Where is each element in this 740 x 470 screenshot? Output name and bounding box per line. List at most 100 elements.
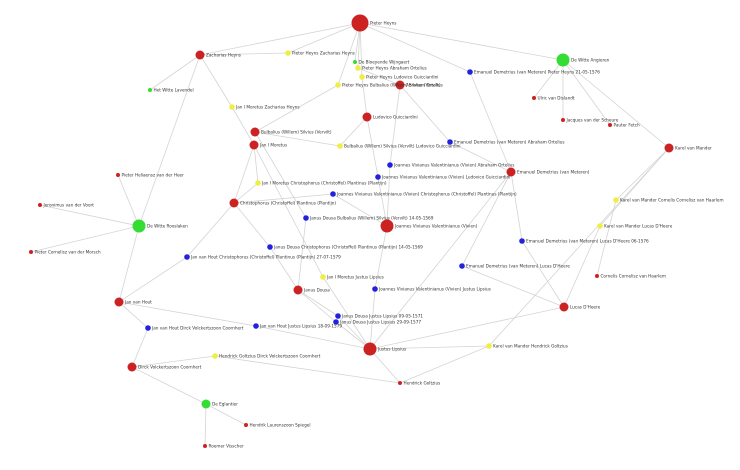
edge-jan-van-hout-justus-lipsius-to-justus-lipsius	[255, 325, 371, 350]
node-pieter-heliaensz[interactable]	[116, 173, 120, 177]
node-zacharias-heyns[interactable]	[195, 50, 205, 60]
node-janus-dousa-justus-lipsius-1577[interactable]	[333, 319, 339, 325]
edge-zacharias-heyns-to-pieter-heyns-zacharias-heyns	[199, 52, 289, 56]
node-label-joannes-vivianus-ludovico: Joannes Vivianus Valentinianus (Vivien) …	[381, 175, 510, 180]
node-pieter-heyns-bulbalius[interactable]	[335, 82, 341, 88]
node-pieter-heyns-zacharias-heyns[interactable]	[285, 50, 291, 56]
node-label-janus-dousa-christophorus: Janus Dousa Christophorus (Christoffel) …	[273, 245, 423, 250]
node-pauter-fetch[interactable]	[608, 123, 612, 127]
edge-christophorus-plantinus-to-jan-van-hout-christophorus	[186, 202, 235, 258]
node-janus-dousa[interactable]	[293, 285, 303, 295]
node-jan-van-hout-christophorus[interactable]	[184, 254, 190, 260]
node-label-pieter-heyns: Pieter Heyns	[370, 21, 396, 26]
edge-joannes-vivianus-abraham-ortelius-to-joannes-vivianus	[386, 164, 391, 227]
edge-lucas-dheere-to-justus-lipsius	[369, 306, 565, 350]
node-label-hendrick-goltzius: Hendrick Goltzius	[404, 381, 441, 386]
node-karel-van-mander-cornelis[interactable]	[613, 197, 619, 203]
edge-karel-van-mander-hendrick-to-hendrick-goltzius	[399, 345, 490, 384]
node-joannes-vivianus-abraham-ortelius[interactable]	[387, 162, 393, 168]
node-pieter-heyns[interactable]	[351, 14, 369, 32]
edge-karel-van-mander-lucas-to-lucas-dheere	[563, 225, 601, 308]
node-jeronimus-van-der-voort[interactable]	[38, 203, 42, 207]
node-joannes-vivianus-ludovico[interactable]	[375, 174, 381, 180]
node-joannes-vivianus-christophorus[interactable]	[330, 191, 336, 197]
edge-janus-dousa-christophorus-to-janus-dousa	[269, 246, 299, 291]
node-christophorus-plantinus[interactable]	[229, 198, 239, 208]
node-jacques-van-der-scheure[interactable]	[561, 118, 565, 122]
node-emanuel-demetrius-lucas-2[interactable]	[459, 263, 465, 269]
node-karel-van-mander-lucas[interactable]	[597, 223, 603, 229]
edge-dirck-volckertszoon-to-hendrick-goltzius-dirck	[131, 355, 216, 368]
node-label-hendrik-laurenszoon-spiegel: Hendrik Laurenszoon Spiegel	[250, 423, 311, 428]
node-jan-i-moretus-christophorus[interactable]	[255, 180, 261, 186]
node-ulrich-van-dislandt[interactable]	[532, 96, 536, 100]
node-jan-i-moretus-zacharias-heyns[interactable]	[229, 104, 235, 110]
edge-bulbalius-to-bulbalius-ludovico	[254, 131, 341, 147]
node-de-witte-angieren[interactable]	[556, 53, 570, 67]
node-karel-van-mander[interactable]	[664, 143, 674, 153]
node-roemer-visscher[interactable]	[203, 444, 207, 448]
node-de-witte-rooslaken[interactable]	[132, 219, 146, 233]
edge-bulbalius-to-janus-dousa-bulbalius	[254, 131, 307, 219]
node-pieter-heyns-abraham-ortelius[interactable]	[355, 65, 361, 71]
node-emanuel-demetrius-abraham-ortelius[interactable]	[447, 139, 453, 145]
node-label-pieter-cornelisz: Pieter Cornelisz van der Morsch	[35, 250, 102, 255]
node-label-joannes-vivianus-abraham-ortelius: Joannes Vivianus Valentinianus (Vivien) …	[393, 163, 514, 168]
node-janus-dousa-bulbalius[interactable]	[303, 215, 309, 221]
node-label-joannes-vivianus: Joannes Vivianus Valentinianus (Vivien)	[394, 224, 478, 229]
edge-jan-i-moretus-zacharias-heyns-to-jan-i-moretus	[231, 106, 255, 146]
node-justus-lipsius[interactable]	[363, 342, 377, 356]
node-jan-van-hout[interactable]	[114, 297, 124, 307]
node-janus-dousa-justus-lipsius-1571[interactable]	[335, 313, 341, 319]
edge-jan-i-moretus-justus-lipsius-to-justus-lipsius	[322, 276, 371, 350]
edge-ludovico-guicciardini-to-joannes-vivianus-ludovico	[366, 116, 379, 178]
node-label-jacques-van-der-scheure: Jacques van der Scheure	[566, 118, 619, 123]
edge-justus-lipsius-to-karel-van-mander-hendrick	[369, 345, 490, 350]
node-pieter-heyns-ludovico-guicciardini[interactable]	[359, 74, 365, 80]
node-hendrick-goltzius-dirck[interactable]	[212, 353, 218, 359]
node-hendrick-goltzius[interactable]	[398, 381, 402, 385]
node-janus-dousa-christophorus[interactable]	[267, 244, 273, 250]
node-emanuel-demetrius-lucas[interactable]	[519, 238, 525, 244]
node-label-zacharias-heyns: Zacharias Heyns	[206, 53, 241, 58]
node-hendrik-laurenszoon-spiegel[interactable]	[244, 423, 248, 427]
node-jan-i-moretus[interactable]	[249, 140, 259, 150]
node-emanuel-demetrius-pieter-heyns[interactable]	[467, 69, 473, 75]
node-de-bloeyende-wijngaert[interactable]	[353, 60, 357, 64]
edge-christophorus-plantinus-to-janus-dousa-christophorus	[233, 202, 271, 248]
edge-jan-i-moretus-to-jan-i-moretus-justus-lipsius	[253, 144, 324, 278]
node-label-karel-van-mander: Karel van Mander	[675, 146, 712, 151]
node-bulbalius[interactable]	[250, 127, 260, 137]
edge-de-witte-rooslaken-to-pieter-cornelisz	[30, 225, 140, 253]
node-label-ulrich-van-dislandt: Ulric van Dislandt	[538, 96, 575, 101]
node-jan-van-hout-dirck[interactable]	[145, 325, 151, 331]
node-label-de-witte-angieren: De Witte Angieren	[571, 58, 610, 63]
node-het-witte-lavendel[interactable]	[148, 88, 152, 92]
node-label-bulbalius-ludovico: Bulbalius (Willem) Silvius (Vervilt) Lud…	[344, 144, 461, 149]
node-emanuel-demetrius[interactable]	[506, 167, 516, 177]
edge-jan-van-hout-to-jan-van-hout-justus-lipsius	[118, 301, 257, 327]
node-label-janus-dousa-justus-lipsius-1571: Janus Dousa Justus Lipsius 09-05-1571	[341, 314, 423, 319]
node-ludovico-guicciardini[interactable]	[362, 112, 372, 122]
node-label-emanuel-demetrius-abraham-ortelius: Emanuel Demetrius (van Meteren) Abraham …	[454, 140, 565, 145]
node-karel-van-mander-hendrick[interactable]	[486, 343, 492, 349]
node-joannes-vivianus-justus-lipsius[interactable]	[372, 286, 378, 292]
node-label-karel-van-mander-cornelis: Karel van Mander Cornelis Cornelisz van …	[620, 198, 724, 203]
edge-de-eglantier-to-hendrik-laurenszoon-spiegel	[205, 403, 247, 426]
node-lucas-dheere[interactable]	[559, 302, 569, 312]
node-pieter-cornelisz[interactable]	[29, 250, 33, 254]
node-label-christophorus-plantinus: Christophorus (Christoffel) Plantinus (P…	[240, 201, 336, 206]
node-bulbalius-ludovico[interactable]	[337, 143, 343, 149]
node-jan-van-hout-justus-lipsius[interactable]	[253, 323, 259, 329]
node-label-lucas-dheere: Lucas D'Heere	[570, 305, 601, 310]
edge-emanuel-demetrius-to-emanuel-demetrius-lucas	[510, 171, 523, 242]
node-label-joannes-vivianus-christophorus: Joannes Vivianus Valentinianus (Vivien) …	[336, 192, 517, 197]
node-dirck-volckertszoon[interactable]	[127, 362, 137, 372]
node-label-janus-dousa: Janus Dousa	[303, 288, 330, 293]
node-abraham-ortelius[interactable]	[395, 80, 405, 90]
node-joannes-vivianus[interactable]	[380, 219, 394, 233]
node-jan-i-moretus-justus-lipsius[interactable]	[320, 274, 326, 280]
node-de-eglantier[interactable]	[201, 399, 211, 409]
node-cornelis-cornelisz[interactable]	[595, 274, 599, 278]
